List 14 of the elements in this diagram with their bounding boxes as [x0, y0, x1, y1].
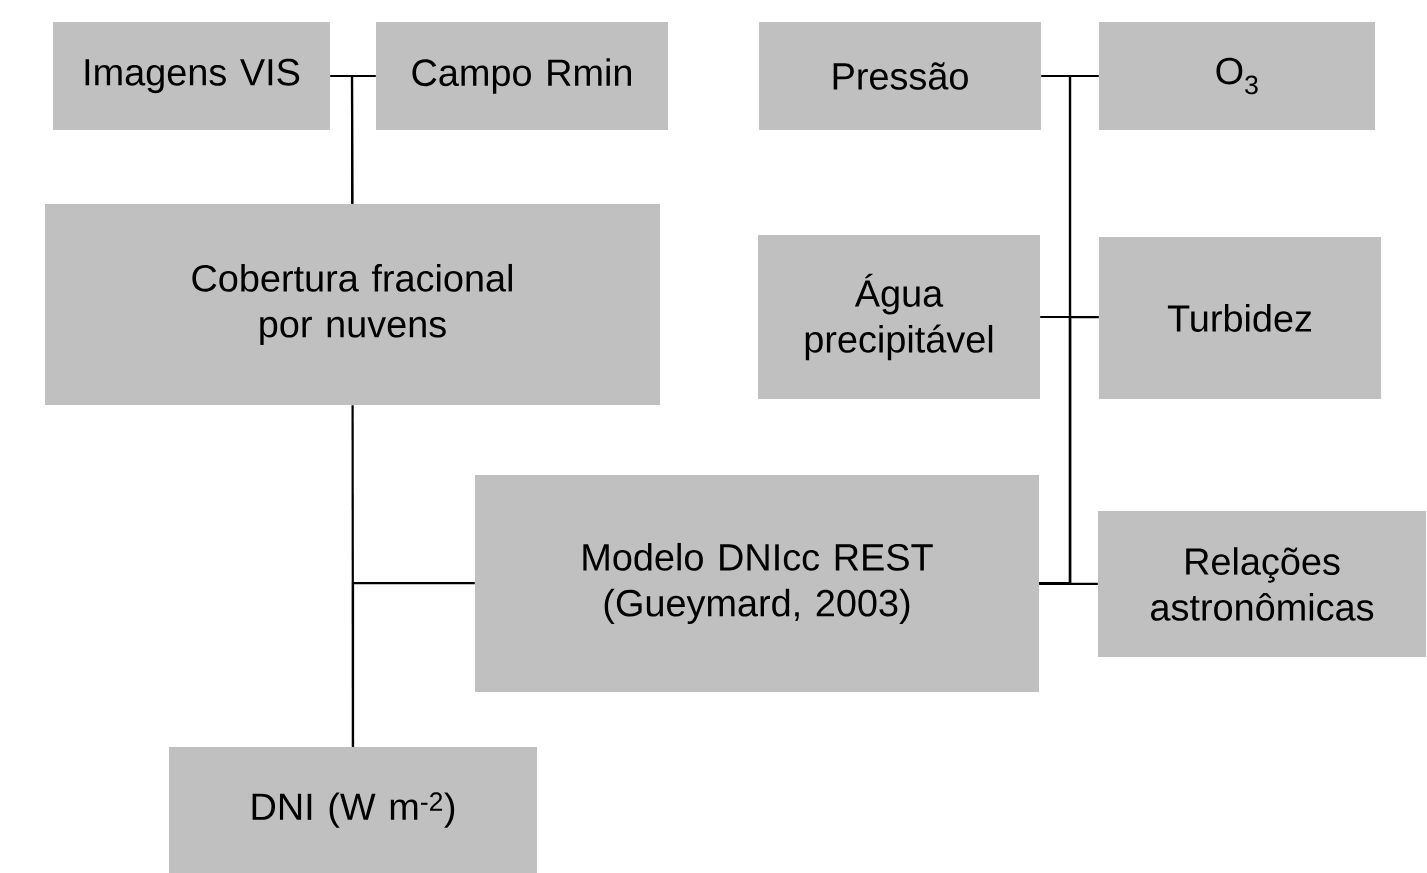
process-box: Água precipitável	[758, 235, 1040, 399]
connector-line	[1039, 315, 1099, 585]
process-box: Relações astronômicas	[1098, 511, 1426, 657]
connector-line	[350, 74, 376, 204]
connector-line	[351, 581, 475, 747]
process-box: DNI (W m$^{-2}$)	[169, 747, 537, 873]
process-box: Campo Rmin	[376, 22, 668, 130]
process-box: Pressão	[759, 22, 1041, 130]
process-box: Turbidez	[1099, 237, 1381, 399]
connector-line	[1039, 582, 1098, 585]
process-box: Imagens VIS	[53, 22, 330, 130]
process-box: Modelo DNIcc REST (Gueymard, 2003)	[475, 475, 1039, 692]
process-box: O$_{3}$	[1099, 22, 1375, 130]
process-box: Cobertura fracional por nuvens	[45, 204, 660, 405]
